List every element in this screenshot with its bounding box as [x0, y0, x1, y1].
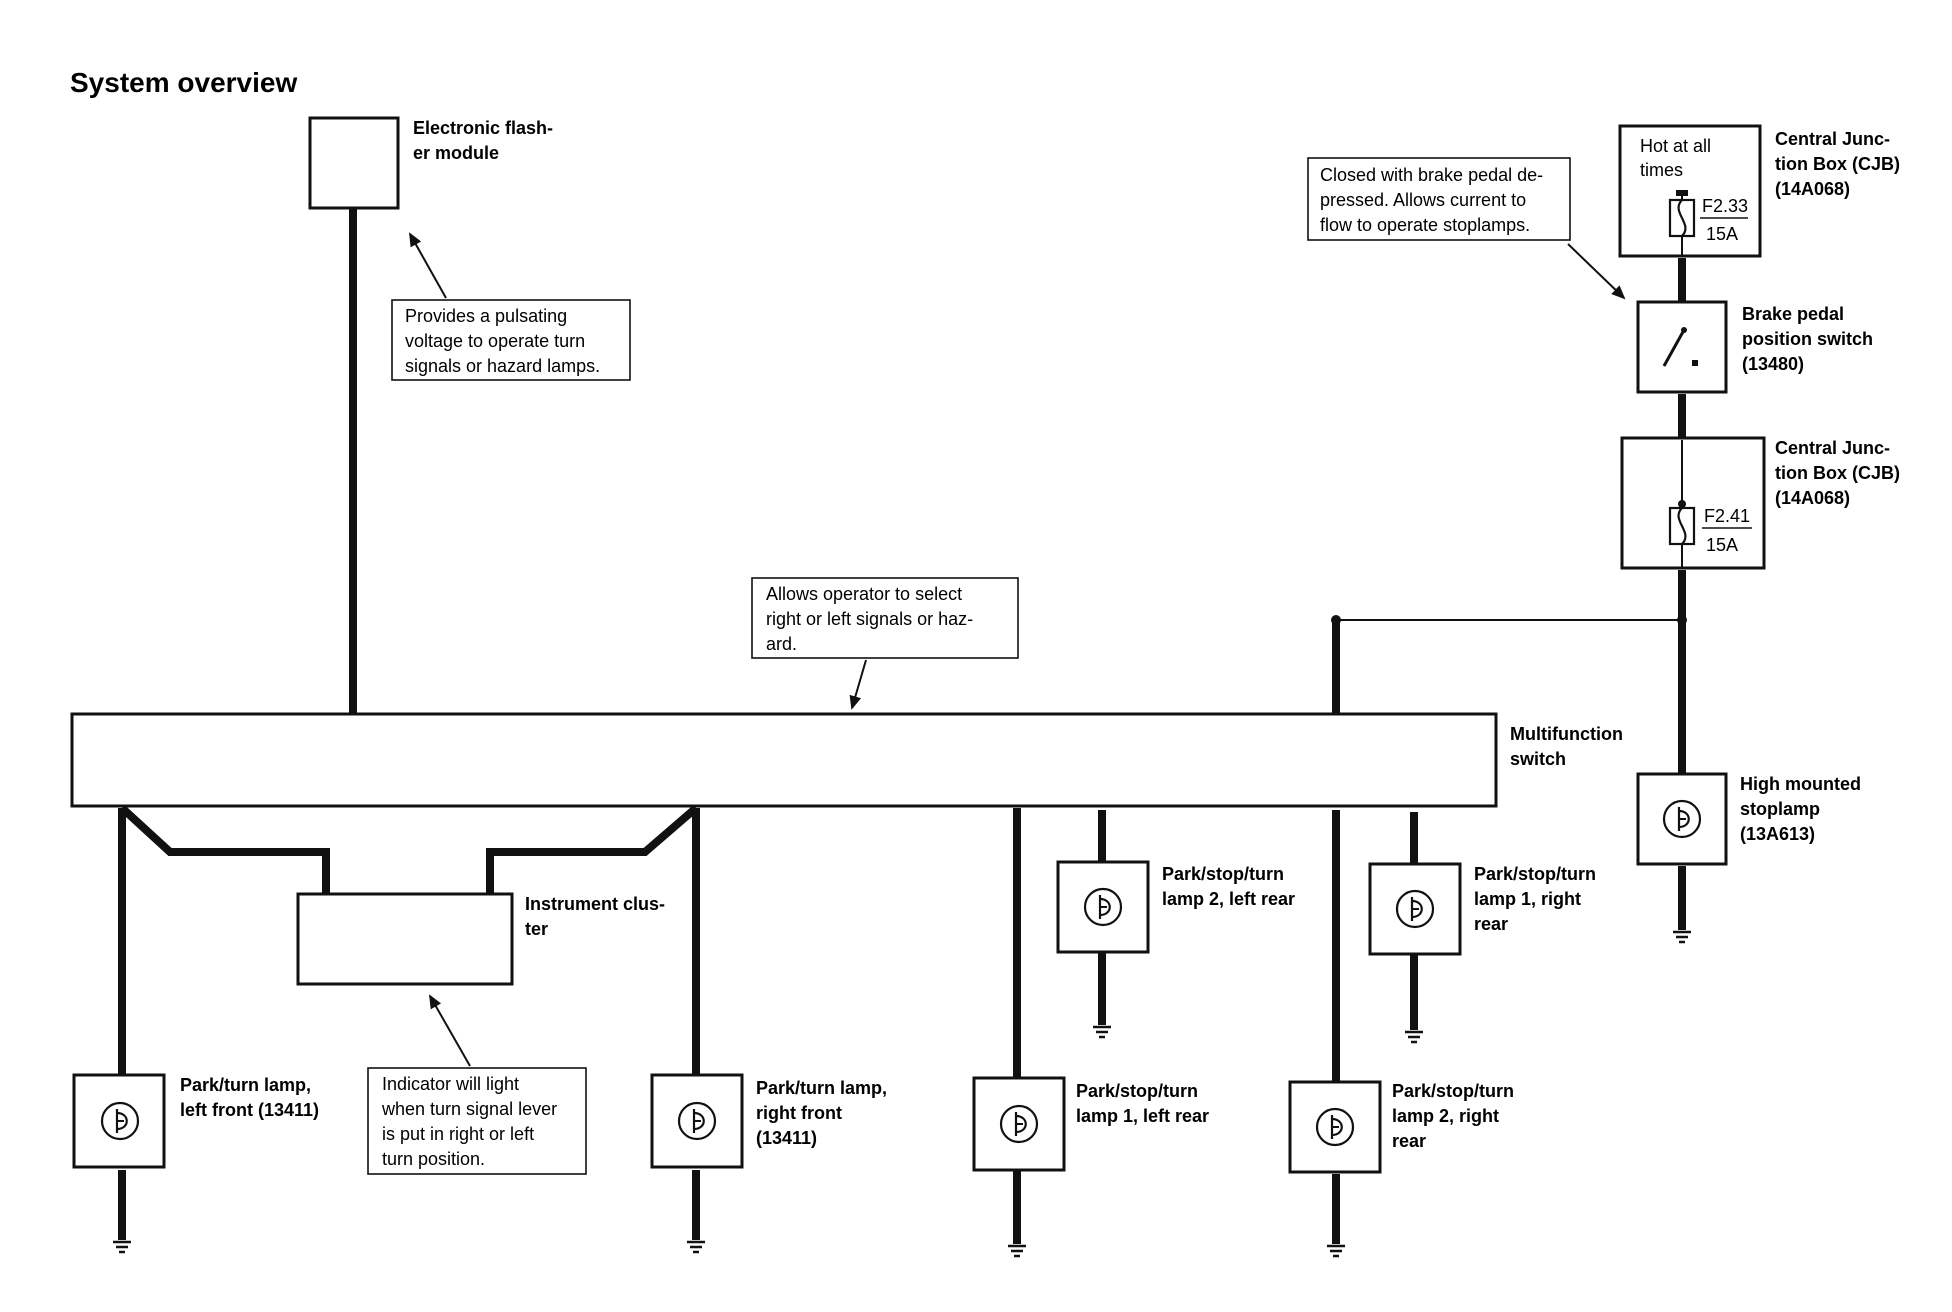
right-front-ground-icon	[685, 1240, 707, 1254]
cjb-mid-box	[1620, 436, 1766, 570]
cjb-mid-label-1: Central Junc-	[1775, 438, 1890, 458]
cluster-right-wire	[486, 804, 699, 896]
lr2-label-1: Park/stop/turn	[1162, 864, 1284, 884]
cjb-top-label-3: (14A068)	[1775, 179, 1850, 199]
brake-note-line-2: pressed. Allows current to	[1320, 190, 1526, 210]
brake-switch-label-3: (13480)	[1742, 354, 1804, 374]
brake-note-arrow	[1567, 243, 1626, 300]
cluster-note-line-1: Indicator will light	[382, 1074, 519, 1094]
left-front-label-2: left front (13411)	[180, 1100, 319, 1120]
cluster-left-wire	[119, 805, 330, 896]
rr2-ground-icon	[1325, 1244, 1347, 1258]
flasher-note-arrow	[409, 232, 447, 299]
flasher-note-box	[391, 299, 631, 381]
multifunction-label-2: switch	[1510, 749, 1566, 769]
lr2-ground-icon	[1091, 1025, 1113, 1039]
brake-switch-box	[1636, 300, 1728, 394]
hot-at-all-times-2: times	[1640, 160, 1683, 180]
brake-note-line-1: Closed with brake pedal de-	[1320, 165, 1543, 185]
fuse-top-number: F2.33	[1702, 196, 1748, 216]
left-front-ground-icon	[111, 1240, 133, 1254]
lr1-ground-icon	[1006, 1244, 1028, 1258]
junction-dot-left	[1331, 615, 1341, 625]
instrument-cluster-box	[296, 892, 514, 986]
fuse-top-terminal	[1676, 190, 1688, 196]
rr1-ground-icon	[1403, 1030, 1425, 1044]
brake-switch-label-1: Brake pedal	[1742, 304, 1844, 324]
multifunction-label-1: Multifunction	[1510, 724, 1623, 744]
high-stoplamp-ground-icon	[1671, 930, 1693, 944]
fuse-top-rating: 15A	[1706, 224, 1738, 244]
switch-note-line-3: ard.	[766, 634, 797, 654]
cluster-note-arrow	[429, 994, 471, 1067]
rr1-label-3: rear	[1474, 914, 1508, 934]
flasher-module-box	[308, 116, 400, 210]
switch-note-line-2: right or left signals or haz-	[766, 609, 973, 629]
switch-note-box	[751, 577, 1019, 659]
flasher-note-line-2: voltage to operate turn	[405, 331, 585, 351]
flasher-note-line-3: signals or hazard lamps.	[405, 356, 600, 376]
cluster-label-1: Instrument clus-	[525, 894, 665, 914]
multifunction-switch-box	[70, 712, 1498, 808]
cluster-note-box	[367, 1067, 587, 1175]
hot-at-all-times-1: Hot at all	[1640, 136, 1711, 156]
left-front-label-1: Park/turn lamp,	[180, 1075, 311, 1095]
right-front-label-2: right front	[756, 1103, 842, 1123]
flasher-label-2: er module	[413, 143, 499, 163]
rr2-label-2: lamp 2, right	[1392, 1106, 1499, 1126]
left-front-lamp-box	[72, 1073, 166, 1169]
brake-note-line-3: flow to operate stoplamps.	[1320, 215, 1530, 235]
brake-note-box	[1307, 157, 1571, 241]
cluster-note-line-2: when turn signal lever	[381, 1099, 557, 1119]
cluster-note-line-3: is put in right or left	[382, 1124, 534, 1144]
brake-switch-label-2: position switch	[1742, 329, 1873, 349]
rr1-label-1: Park/stop/turn	[1474, 864, 1596, 884]
cjb-top-label-2: tion Box (CJB)	[1775, 154, 1900, 174]
right-front-label-1: Park/turn lamp,	[756, 1078, 887, 1098]
lr1-label-2: lamp 1, left rear	[1076, 1106, 1209, 1126]
flasher-label-1: Electronic flash-	[413, 118, 553, 138]
rr2-label-3: rear	[1392, 1131, 1426, 1151]
fuse-mid-rating: 15A	[1706, 535, 1738, 555]
cjb-mid-label-2: tion Box (CJB)	[1775, 463, 1900, 483]
cjb-top-box	[1618, 124, 1762, 258]
flasher-note-line-1: Provides a pulsating	[405, 306, 567, 326]
cluster-note-line-4: turn position.	[382, 1149, 485, 1169]
cluster-label-2: ter	[525, 919, 548, 939]
cjb-mid-label-3: (14A068)	[1775, 488, 1850, 508]
high-stoplamp-label-2: stoplamp	[1740, 799, 1820, 819]
switch-contact-icon	[1662, 329, 1686, 367]
lr1-label-1: Park/stop/turn	[1076, 1081, 1198, 1101]
fuse-mid-number: F2.41	[1704, 506, 1750, 526]
switch-note-arrow	[849, 659, 867, 710]
switch-note-line-1: Allows operator to select	[766, 584, 962, 604]
page-title: System overview	[70, 67, 297, 98]
high-stoplamp-label-3: (13A613)	[1740, 824, 1815, 844]
fuse-mid-icon	[1668, 506, 1696, 546]
lr2-label-2: lamp 2, left rear	[1162, 889, 1295, 909]
right-front-label-3: (13411)	[756, 1128, 817, 1148]
high-stoplamp-label-1: High mounted	[1740, 774, 1861, 794]
fuse-top-icon	[1668, 198, 1696, 238]
cjb-top-label-1: Central Junc-	[1775, 129, 1890, 149]
rr2-label-1: Park/stop/turn	[1392, 1081, 1514, 1101]
rr1-label-2: lamp 1, right	[1474, 889, 1581, 909]
